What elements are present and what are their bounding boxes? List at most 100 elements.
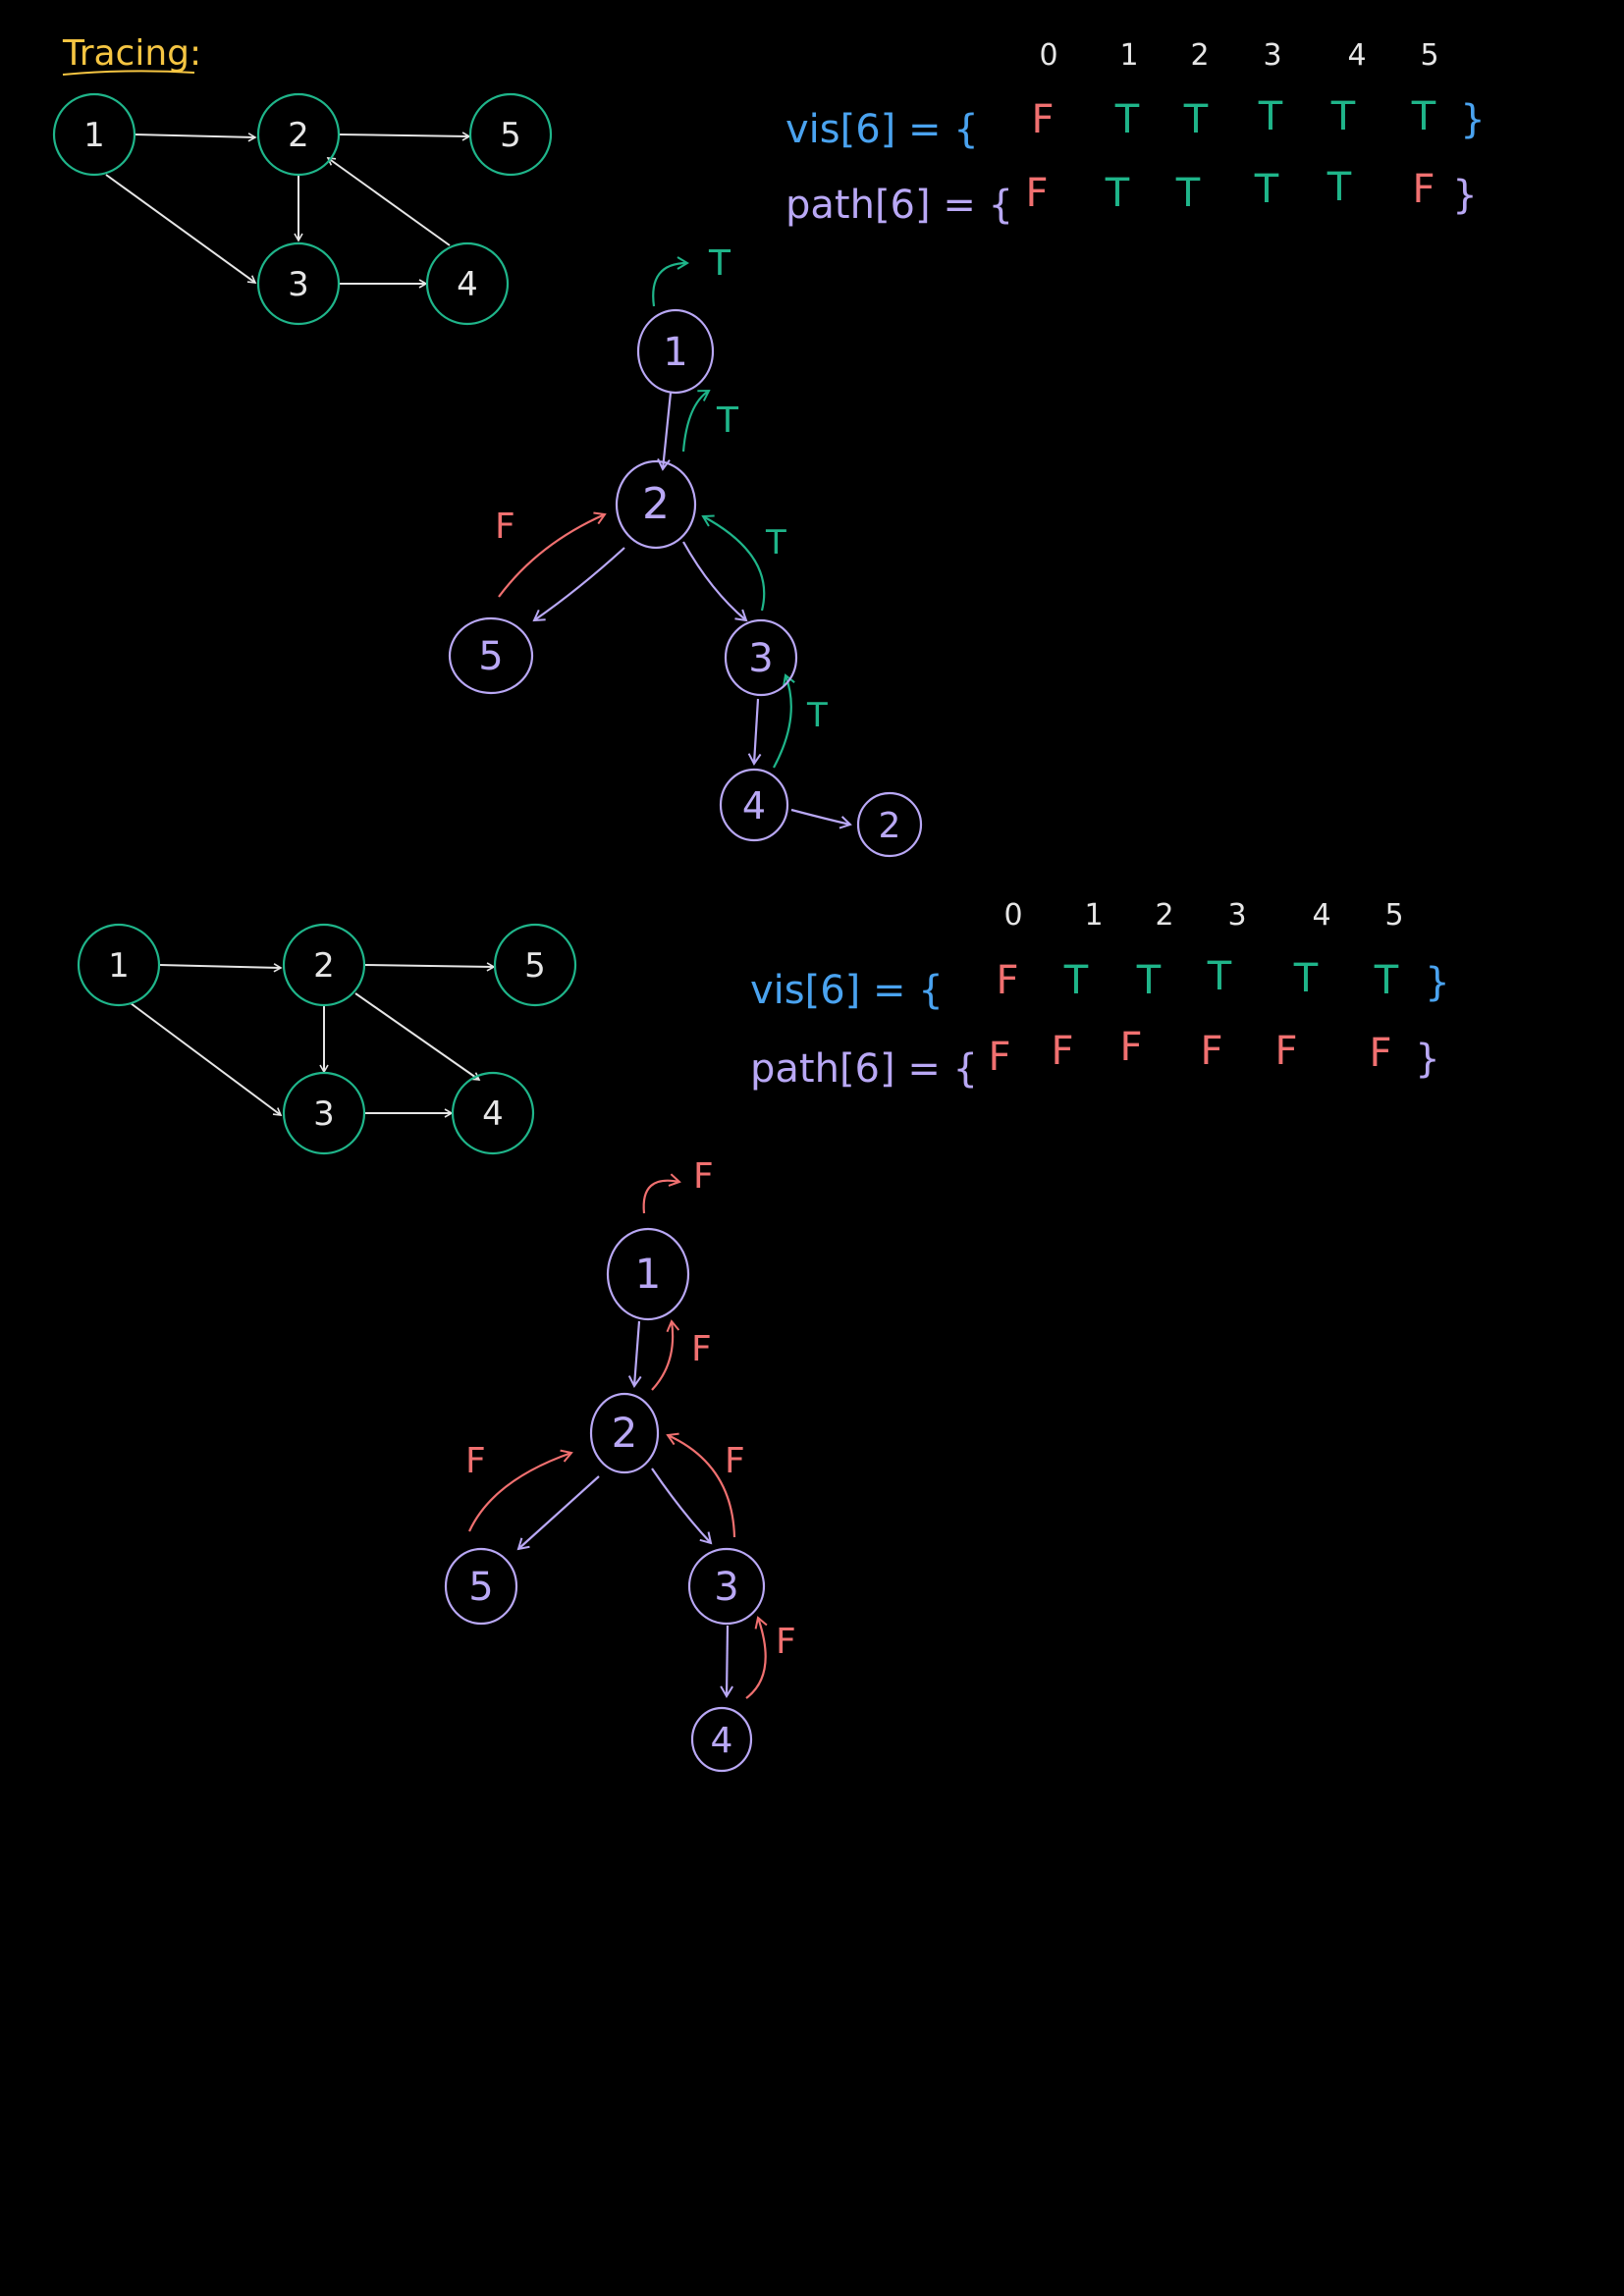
graph-node: 1 <box>52 92 136 177</box>
trace-return-label: T <box>716 400 739 441</box>
vis-value: T <box>1374 958 1399 1003</box>
graph-node-label: 1 <box>83 116 105 155</box>
graph-edge <box>158 963 283 973</box>
trace-node-label: 4 <box>711 1721 733 1761</box>
trace-node: 3 <box>724 618 798 697</box>
trace-call-edge <box>682 541 748 622</box>
graph-node-label: 2 <box>288 116 309 155</box>
graph-node-label: 3 <box>288 265 309 304</box>
vis-value: T <box>1258 94 1283 139</box>
graph-node: 3 <box>282 1071 366 1155</box>
trace-call-edge <box>720 1625 733 1698</box>
array-index: 3 <box>1263 38 1281 73</box>
trace-node-label: 2 <box>642 479 670 529</box>
path-value: T <box>1105 171 1130 216</box>
vis-array-close: } <box>1425 960 1449 1005</box>
array-index: 5 <box>1420 38 1438 73</box>
trace-return-edge <box>666 1432 736 1538</box>
path-value: F <box>988 1035 1010 1080</box>
array-index: 2 <box>1155 898 1173 933</box>
graph-edge <box>134 133 257 142</box>
vis-value: T <box>1330 94 1356 139</box>
graph-edge <box>130 1002 283 1116</box>
array-index: 1 <box>1084 898 1103 933</box>
trace-call-edge <box>651 1468 713 1545</box>
trace-call-edge <box>627 1320 642 1388</box>
array-index: 5 <box>1384 898 1403 933</box>
trace-return-label: T <box>708 243 731 284</box>
trace-node: 1 <box>606 1227 690 1321</box>
graph-edge <box>105 174 257 284</box>
section-2: 1 2 5 3 4 0 1 2 3 4 <box>77 898 1450 1773</box>
recursion-trace-2: F F F F F 1 2 5 3 4 <box>444 1156 796 1773</box>
trace-node: 1 <box>636 308 715 395</box>
trace-call-edge <box>516 1475 600 1551</box>
trace-node: 2 <box>615 459 697 550</box>
trace-return-edge <box>498 511 607 598</box>
path-value: F <box>1412 167 1435 212</box>
trace-return-edge <box>652 256 689 307</box>
trace-node: 3 <box>687 1547 766 1626</box>
trace-node-label: 1 <box>635 1250 662 1298</box>
trace-return-label: F <box>465 1441 486 1481</box>
vis-value: T <box>1411 94 1436 139</box>
trace-node-label: 2 <box>612 1409 638 1457</box>
graph-node-label: 1 <box>108 946 130 986</box>
path-value: F <box>1369 1031 1391 1076</box>
trace-node: 2 <box>856 791 923 858</box>
trace-return-label: T <box>806 696 828 735</box>
path-array-close: } <box>1452 173 1477 218</box>
graph-edge <box>354 992 481 1081</box>
title-underline <box>62 70 195 76</box>
graph-2: 1 2 5 3 4 <box>77 923 577 1155</box>
trace-node: 4 <box>719 768 789 842</box>
array-index: 0 <box>1039 38 1057 73</box>
trace-return-edge <box>701 514 766 612</box>
array-indices: 0 1 2 3 4 5 <box>1039 38 1438 73</box>
trace-return-edge <box>642 1173 681 1214</box>
section-1: 1 2 5 3 4 0 1 2 3 4 <box>52 38 1486 858</box>
path-array: path[6] = { F F F F F F } <box>750 1025 1440 1092</box>
trace-return-label: F <box>691 1329 712 1369</box>
vis-value: T <box>1136 958 1162 1003</box>
trace-node-label: 4 <box>742 784 766 828</box>
path-array: path[6] = { F T T T T F } <box>785 165 1478 228</box>
vis-array: vis[6] = { F T T T T T } <box>750 954 1450 1013</box>
graph-node-label: 4 <box>457 265 478 304</box>
graph-node: 2 <box>282 923 366 1007</box>
trace-return-label: T <box>765 523 786 562</box>
graph-node-label: 2 <box>313 946 335 986</box>
graph-node-label: 5 <box>500 116 521 155</box>
path-value: F <box>1119 1025 1142 1070</box>
vis-value: T <box>1063 958 1089 1003</box>
vis-value: T <box>1293 956 1319 1001</box>
array-index: 4 <box>1312 898 1330 933</box>
graph-node: 2 <box>256 92 341 177</box>
trace-return-label: F <box>495 507 515 547</box>
array-index: 2 <box>1190 38 1209 73</box>
trace-node-label: 3 <box>748 636 773 681</box>
graph-edge <box>326 157 451 246</box>
trace-node-label: 1 <box>663 330 687 375</box>
vis-value: T <box>1114 97 1140 142</box>
graph-1: 1 2 5 3 4 <box>52 92 553 326</box>
graph-edge <box>363 962 496 972</box>
graph-node-label: 3 <box>313 1095 335 1134</box>
graph-node: 5 <box>493 923 577 1007</box>
graph-node-label: 4 <box>482 1095 504 1134</box>
path-value: F <box>1051 1029 1073 1074</box>
vis-array-label: vis[6] = { <box>785 107 979 152</box>
path-value: F <box>1025 171 1048 216</box>
graph-edge <box>338 132 471 141</box>
trace-node-label: 5 <box>468 1565 493 1610</box>
graph-node: 4 <box>451 1071 535 1155</box>
path-value: T <box>1326 165 1352 210</box>
trace-call-edge <box>747 698 762 766</box>
graph-node: 3 <box>256 241 341 326</box>
trace-return-edge <box>745 1616 768 1699</box>
vis-value: F <box>996 958 1018 1003</box>
array-index: 0 <box>1003 898 1022 933</box>
trace-return-label: F <box>693 1156 714 1197</box>
path-array-label: path[6] = { <box>785 183 1013 228</box>
